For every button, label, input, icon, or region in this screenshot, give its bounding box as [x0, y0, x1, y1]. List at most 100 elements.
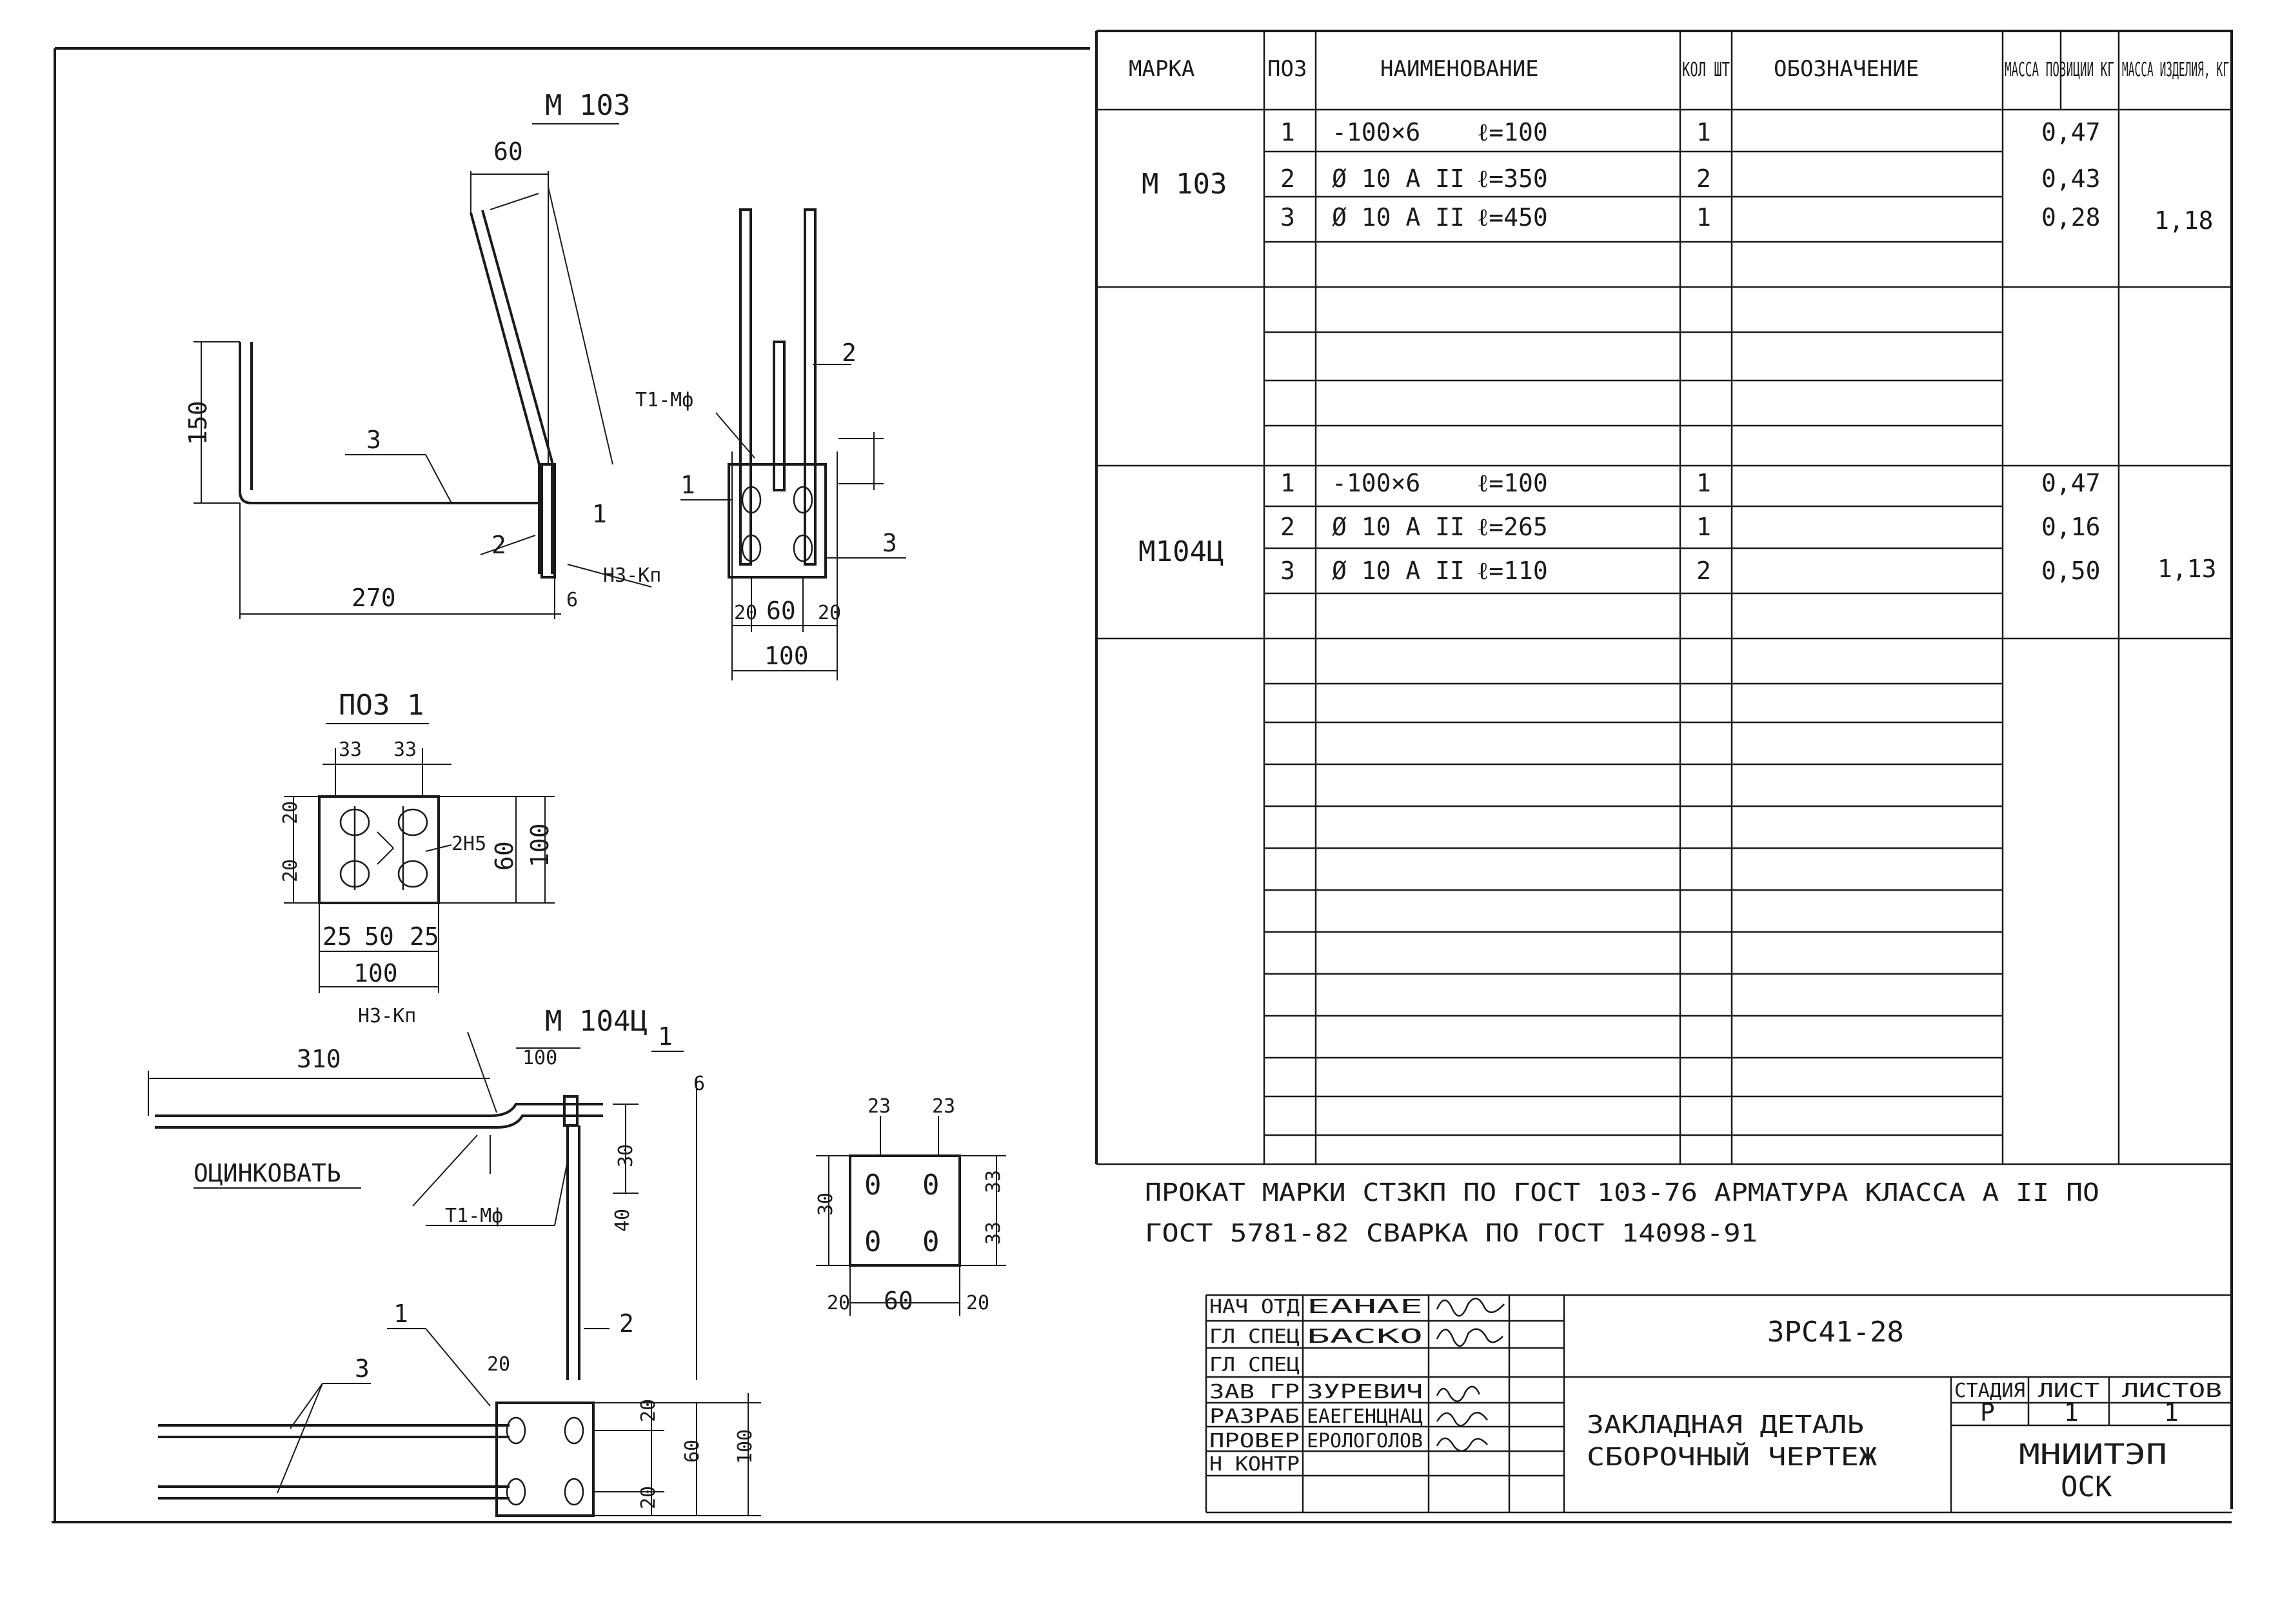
- row-mass: 0,43: [2041, 164, 2101, 193]
- dim-60: 60: [493, 137, 523, 166]
- weld-h3-label: Н3-Кп: [603, 564, 661, 587]
- tb-role: НАЧ ОТД: [1209, 1296, 1300, 1318]
- dim-33: 33: [339, 738, 362, 761]
- col-header-pos: ПОЗ: [1267, 56, 1307, 82]
- tb-name: ЗУРЕВИЧ: [1307, 1381, 1423, 1403]
- view-m104-plan: 3 1 20 20 60 20 100: [158, 1300, 761, 1517]
- pos-2-label: 2: [842, 339, 857, 367]
- pos-2-label: 2: [619, 1309, 634, 1338]
- pos-1-label: 1: [393, 1300, 408, 1328]
- pos-1-label: 1: [658, 1022, 673, 1051]
- tb-role: ЗАВ ГР: [1209, 1381, 1300, 1403]
- weld-t1-label: Т1-Мф: [635, 389, 693, 411]
- dim-20: 20: [279, 801, 302, 824]
- row-profile: Ø 10 А II: [1332, 513, 1465, 541]
- sheets-label: ЛИСТОВ: [2122, 1380, 2222, 1402]
- signatures: [1436, 1298, 1505, 1452]
- mass-item-m104: 1,13: [2157, 555, 2217, 583]
- row-pos: 2: [1280, 164, 1295, 193]
- dim-100: 100: [353, 959, 398, 987]
- tb-name: ЕАЕГЕНЦНАЦ: [1307, 1405, 1423, 1428]
- mark-m103: М 103: [1142, 168, 1227, 201]
- dim-33: 33: [393, 738, 417, 761]
- dim-270: 270: [352, 584, 396, 612]
- row-length: ℓ=450: [1477, 203, 1548, 232]
- row-pos: 1: [1280, 469, 1295, 497]
- tb-role: ГЛ СПЕЦ: [1209, 1354, 1300, 1376]
- row-mass: 0,50: [2041, 557, 2101, 585]
- weld-t1-label: Т1-Мф: [445, 1205, 503, 1227]
- dim-20: 20: [818, 602, 841, 624]
- dim-100: 100: [734, 1429, 757, 1464]
- view-m104-side: М 104Ц Н3-Кп 310 100 6 1 30 40 ОЦИНКОВАТ…: [148, 1005, 705, 1380]
- galvanize-note: ОЦИНКОВАТЬ: [193, 1159, 341, 1187]
- row-pos: 3: [1280, 203, 1295, 232]
- dim-310: 310: [297, 1045, 341, 1073]
- pos-1-label: 1: [592, 500, 607, 528]
- row-profile: -100×6: [1332, 469, 1420, 497]
- col-header-name: НАИМЕНОВАНИЕ: [1380, 56, 1539, 82]
- row-profile: Ø 10 А II: [1332, 557, 1465, 585]
- row-mass: 0,28: [2041, 203, 2101, 232]
- m103-title: М 103: [545, 89, 630, 122]
- dim-20: 20: [827, 1292, 850, 1314]
- tb-role: РАЗРАБ: [1209, 1405, 1300, 1428]
- dim-60: 60: [681, 1440, 704, 1463]
- tb-role: Н КОНТР: [1209, 1453, 1300, 1476]
- notes-line-1: ПРОКАТ МАРКИ СТ3КП ПО ГОСТ 103-76 АРМАТУ…: [1145, 1178, 2099, 1207]
- title-block: НАЧ ОТД ГЛ СПЕЦ ГЛ СПЕЦ ЗАВ ГР РАЗРАБ ПР…: [1205, 1294, 2232, 1514]
- dim-50: 50: [364, 922, 394, 951]
- row-mass: 0,16: [2041, 513, 2101, 541]
- notes-line-2: ГОСТ 5781-82 СВАРКА ПО ГОСТ 14098-91: [1145, 1219, 1758, 1247]
- pos-3-label: 3: [882, 529, 897, 557]
- dim-30: 30: [615, 1144, 637, 1167]
- dim-20: 20: [734, 602, 757, 624]
- m104-title: М 104Ц: [545, 1005, 648, 1038]
- sheets-value: 1: [2164, 1398, 2179, 1427]
- view-pos1: ПОЗ 1 33 33 25 50 25 100 20 20 60 100: [279, 689, 555, 993]
- dim-33: 33: [982, 1222, 1005, 1245]
- sheet-label: ЛИСТ: [2038, 1380, 2099, 1402]
- view-m103-front: 20 60 20 100 2 3 1 Т1-Мф: [635, 208, 906, 680]
- spec-row: 2 Ø 10 А II ℓ=350 2 0,43: [1280, 164, 2101, 193]
- view-m104-plate: 0 0 0 0 23 23 20 60 20 30 33 33: [815, 1095, 1006, 1316]
- tb-name: БАСКО: [1307, 1325, 1423, 1348]
- dim-6: 6: [693, 1073, 705, 1095]
- tb-role: ПРОВЕР: [1209, 1430, 1300, 1452]
- dim-100: 100: [522, 1047, 557, 1069]
- dim-150: 150: [184, 401, 212, 445]
- row-length: ℓ=100: [1477, 118, 1548, 146]
- hole-4: 0: [922, 1225, 940, 1258]
- dim-25: 25: [410, 922, 439, 951]
- doc-title-line-1: ЗАКЛАДНАЯ ДЕТАЛЬ: [1587, 1411, 1864, 1439]
- row-qty: 2: [1696, 164, 1711, 193]
- stage-value: Р: [1980, 1398, 1995, 1427]
- spec-row: 1 -100×6 ℓ=100 1 0,47: [1280, 118, 2101, 146]
- dim-60: 60: [884, 1287, 913, 1315]
- spec-row: 2 Ø 10 А II ℓ=265 1 0,16: [1280, 513, 2101, 541]
- tb-name: ЕРОЛОГОЛОВ: [1307, 1430, 1423, 1452]
- row-qty: 1: [1696, 118, 1711, 146]
- mass-item-m103: 1,18: [2154, 206, 2214, 235]
- row-pos: 2: [1280, 513, 1295, 541]
- row-qty: 1: [1696, 513, 1711, 541]
- dim-100: 100: [526, 823, 554, 867]
- row-profile: -100×6: [1332, 118, 1420, 146]
- dim-20: 20: [637, 1486, 660, 1509]
- pos-3-label: 3: [355, 1354, 370, 1383]
- row-mass: 0,47: [2041, 469, 2101, 497]
- sheet-value: 1: [2064, 1398, 2079, 1427]
- dim-2115: 2Н5: [451, 833, 486, 855]
- mark-m104: М104Ц: [1138, 535, 1224, 568]
- pos-2-label: 2: [491, 531, 506, 559]
- view-m103-side: М 103 60 150 270 6 3 2 1 Н3-Кп: [184, 89, 661, 619]
- row-qty: 2: [1696, 557, 1711, 585]
- spec-row: 1 -100×6 ℓ=100 1 0,47: [1280, 469, 2101, 497]
- dim-6: 6: [566, 589, 578, 611]
- dim-30: 30: [815, 1193, 837, 1216]
- dim-20: 20: [279, 859, 302, 882]
- tb-role: ГЛ СПЕЦ: [1209, 1325, 1300, 1348]
- notes: ПРОКАТ МАРКИ СТ3КП ПО ГОСТ 103-76 АРМАТУ…: [1145, 1178, 2099, 1247]
- pos-3-label: 3: [366, 426, 381, 454]
- spec-row: 3 Ø 10 А II ℓ=450 1 0,28: [1280, 203, 2101, 232]
